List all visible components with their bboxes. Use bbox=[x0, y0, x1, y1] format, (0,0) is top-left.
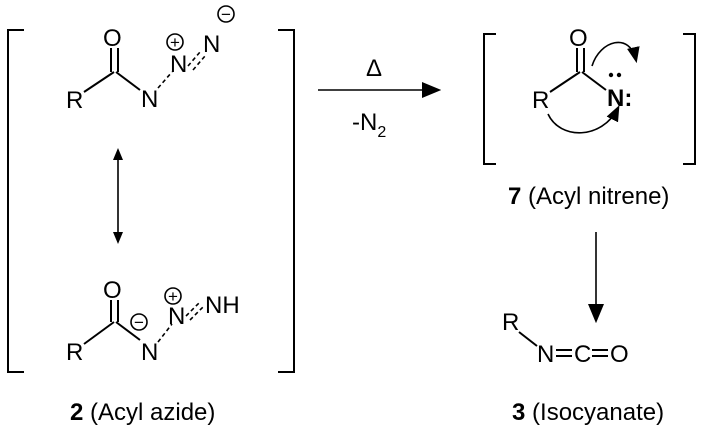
n2-n3-bond-2a bbox=[185, 301, 201, 317]
isocyanate-oxygen: O bbox=[610, 341, 629, 368]
n2-n3-bond-2b bbox=[189, 305, 205, 321]
isocyanate-number: 3 bbox=[512, 399, 525, 426]
isocyanate-carbon: C bbox=[574, 341, 591, 368]
acyl-azide-resonance-bottom: R O − N N + NH bbox=[66, 277, 240, 366]
c-n-bond bbox=[115, 71, 141, 91]
azide-nh: NH bbox=[205, 292, 240, 319]
r-c-bond bbox=[83, 71, 115, 93]
nitrene-carbonyl-oxygen: O bbox=[569, 25, 588, 52]
carbonyl-oxygen: O bbox=[103, 25, 122, 52]
plus-charge-2: + bbox=[168, 287, 178, 306]
heat-symbol: Δ bbox=[366, 55, 382, 82]
azide-n1: N bbox=[141, 86, 158, 113]
isocyanate-r-group: R bbox=[502, 309, 519, 336]
acyl-azide-label: (Acyl azide) bbox=[83, 399, 215, 426]
azide-n1-2: N bbox=[141, 339, 158, 366]
n2-n3-bond-b bbox=[192, 55, 206, 71]
isocyanate-r-n-bond bbox=[518, 331, 538, 347]
plus-charge: + bbox=[170, 33, 180, 52]
acyl-nitrene-caption: 7 (Acyl nitrene) bbox=[508, 183, 669, 210]
r-group-label-2: R bbox=[66, 339, 83, 366]
nitrene-c-n-bond bbox=[581, 71, 607, 91]
acyl-azide-resonance-top: R O N N + N − bbox=[66, 5, 235, 114]
isocyanate-nitrogen: N bbox=[537, 341, 554, 368]
plus-charge-circle-2 bbox=[164, 287, 182, 305]
left-bracket bbox=[7, 29, 24, 373]
curved-arrow-top bbox=[591, 41, 640, 67]
isocyanate-caption: 3 (Isocyanate) bbox=[512, 399, 664, 426]
minus-charge-2: − bbox=[134, 313, 144, 332]
nitrene-right-bracket bbox=[683, 33, 696, 165]
azide-n2: N bbox=[170, 51, 187, 78]
nitrogen-loss-subscript: 2 bbox=[377, 124, 386, 141]
n1-n2-bond bbox=[157, 71, 173, 89]
acyl-nitrene-structure: R O N: bbox=[532, 25, 640, 134]
minus-charge: − bbox=[221, 5, 231, 24]
r-group-label: R bbox=[66, 87, 83, 114]
lone-pair-dot-1 bbox=[608, 72, 614, 78]
lone-pair-dot-2 bbox=[616, 72, 622, 78]
minus-charge-circle bbox=[217, 5, 235, 23]
right-bracket bbox=[278, 29, 295, 373]
acyl-nitrene-label: (Acyl nitrene) bbox=[521, 183, 669, 210]
carbonyl-oxygen-2: O bbox=[103, 277, 122, 304]
azide-n3: N bbox=[203, 31, 220, 58]
nitrene-nitrogen: N: bbox=[607, 85, 632, 112]
isocyanate-structure: R N C O bbox=[502, 309, 629, 368]
r-c-bond-2 bbox=[83, 321, 115, 345]
minus-charge-circle-2 bbox=[130, 313, 148, 331]
nitrene-r-c-bond bbox=[549, 71, 581, 93]
resonance-arrow bbox=[113, 148, 123, 244]
acyl-azide-number: 2 bbox=[70, 399, 83, 426]
isocyanate-label: (Isocyanate) bbox=[525, 399, 664, 426]
n2-n3-bond-a bbox=[187, 51, 201, 67]
c-n-bond-2 bbox=[115, 321, 141, 341]
nitrogen-loss-label: -N2 bbox=[352, 109, 386, 141]
nitrene-left-bracket bbox=[483, 33, 496, 165]
azide-n2-2: N bbox=[168, 303, 185, 330]
nitrene-r-group: R bbox=[532, 87, 549, 114]
nitrogen-loss-prefix: -N bbox=[352, 109, 377, 136]
curved-arrow-bottom bbox=[547, 105, 620, 134]
n1-n2-bond-2 bbox=[157, 323, 173, 343]
acyl-nitrene-number: 7 bbox=[508, 183, 521, 210]
plus-charge-circle bbox=[166, 33, 184, 51]
acyl-azide-caption: 2 (Acyl azide) bbox=[70, 399, 215, 426]
